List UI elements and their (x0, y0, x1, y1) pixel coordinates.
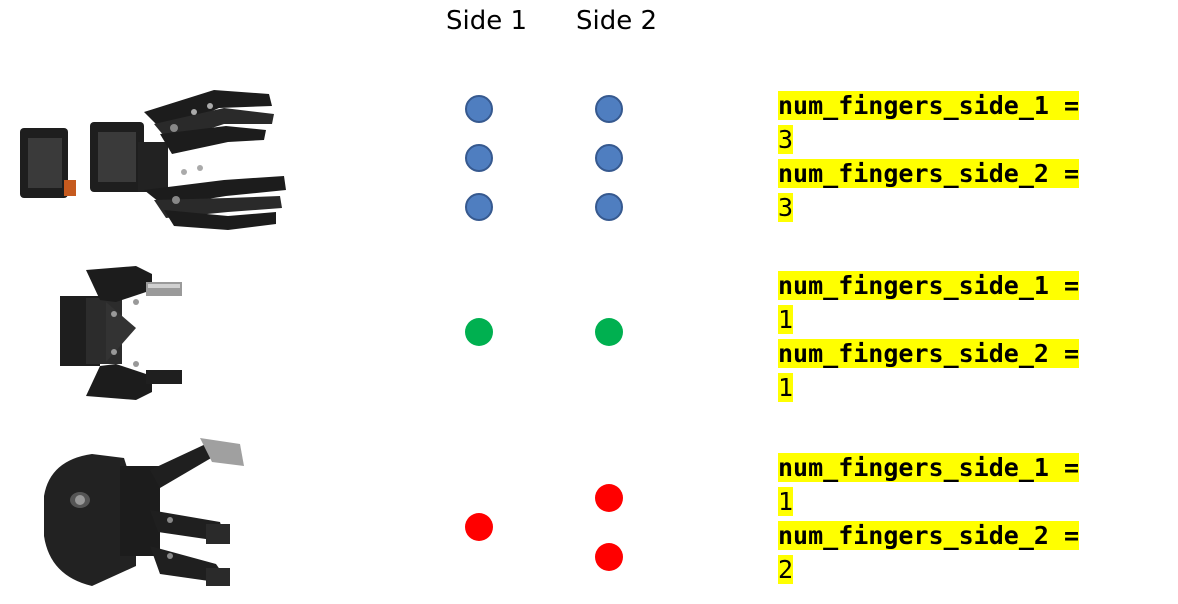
row-1-line-1: num_fingers_side_1 = (778, 91, 1080, 120)
row-1-line-2: num_fingers_side_2 = (778, 159, 1080, 188)
parallel-gripper-image (60, 266, 182, 400)
row-3-value-2: 2 (778, 555, 794, 584)
side-1-header: Side 1 (446, 6, 528, 36)
finger-dot-row-1-side-2 (595, 144, 623, 172)
row-2-line-1: num_fingers_side_1 = (778, 271, 1080, 300)
finger-dot-row-1-side-1 (465, 144, 493, 172)
finger-dot-row-3-side-2 (595, 542, 623, 571)
finger-dot-row-2-side-1 (465, 318, 493, 346)
row-1-code: num_fingers_side_1 = 3 num_fingers_side_… (778, 89, 1118, 225)
row-1-value-1: 3 (778, 125, 794, 154)
three-finger-gripper-image (44, 438, 244, 586)
finger-dot-row-1-side-1 (465, 193, 493, 221)
multi-finger-gripper-image (20, 90, 286, 230)
row-2-line-2: num_fingers_side_2 = (778, 339, 1080, 368)
row-3-line-1: num_fingers_side_1 = (778, 453, 1080, 482)
finger-dot-row-3-side-2 (595, 483, 623, 512)
row-2-value-1: 1 (778, 305, 794, 334)
finger-dot-row-1-side-1 (465, 95, 493, 123)
side-2-header: Side 2 (576, 6, 658, 36)
finger-dot-row-3-side-1 (465, 513, 493, 541)
row-1-value-2: 3 (778, 193, 794, 222)
finger-dot-row-2-side-2 (595, 318, 623, 346)
row-3-value-1: 1 (778, 487, 794, 516)
row-3-line-2: num_fingers_side_2 = (778, 521, 1080, 550)
finger-dot-row-1-side-2 (595, 95, 623, 123)
finger-dot-row-1-side-2 (595, 193, 623, 221)
row-2-value-2: 1 (778, 373, 794, 402)
row-2-code: num_fingers_side_1 = 1 num_fingers_side_… (778, 269, 1118, 405)
row-3-code: num_fingers_side_1 = 1 num_fingers_side_… (778, 451, 1118, 587)
